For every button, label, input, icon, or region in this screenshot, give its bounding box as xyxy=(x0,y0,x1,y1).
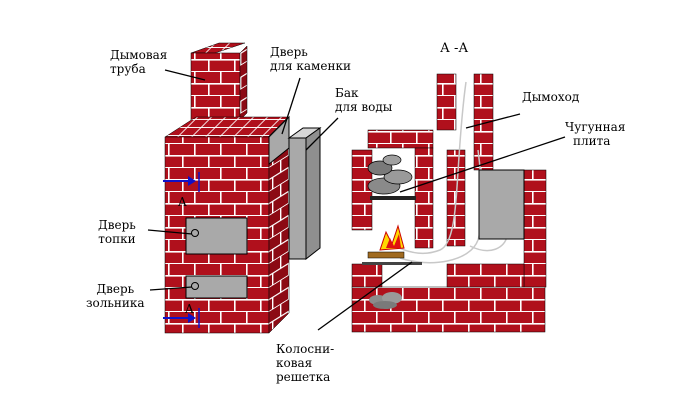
label-ash-line1: Дверь xyxy=(96,282,135,296)
label-firebox-line1: Дверь xyxy=(98,218,136,232)
section-arrow-top xyxy=(163,172,200,192)
water-tank xyxy=(288,137,307,260)
leader-lines xyxy=(147,69,566,331)
section-left-wall-lower xyxy=(351,263,383,288)
leader-sauna-door xyxy=(281,77,301,135)
chimney-top xyxy=(190,42,246,54)
ash-door xyxy=(185,275,248,299)
label-water-tank: Бак для воды xyxy=(335,86,392,114)
leader-ash xyxy=(149,286,193,291)
label-firebox-door: Дверь топки xyxy=(98,218,136,246)
label-water-tank-line2: для воды xyxy=(335,100,393,114)
label-sauna-door-line1: Дверь xyxy=(270,45,308,59)
label-ash-line2: зольника xyxy=(86,296,145,310)
label-sauna-door-line2: для каменки xyxy=(270,59,351,73)
stove-3d xyxy=(163,42,322,334)
section-base xyxy=(351,286,546,333)
label-chimney-line2: труба xyxy=(110,62,146,76)
label-cast-iron-plate: Чугунная плита xyxy=(565,120,625,148)
label-ash-door: Дверь зольника xyxy=(86,282,145,310)
label-flue: Дымоход xyxy=(522,90,580,104)
sauna-stones xyxy=(367,154,413,195)
chimney-side xyxy=(239,45,248,121)
label-grate: Колосни- ковая решетка xyxy=(276,342,334,384)
leader-grate xyxy=(317,261,413,331)
ash-stones xyxy=(369,292,402,309)
fire xyxy=(367,224,405,259)
leader-plate xyxy=(399,136,566,193)
label-sauna-door: Дверь для каменки xyxy=(270,45,351,73)
chimney-front xyxy=(190,52,241,121)
stove-section xyxy=(351,73,547,333)
leader-flue xyxy=(465,113,521,129)
grate xyxy=(362,262,422,265)
label-chimney: Дымовая труба xyxy=(110,48,167,76)
section-left-wall-upper xyxy=(351,149,373,231)
label-grate-line1: Колосни- xyxy=(276,342,335,356)
cast-iron-plate xyxy=(370,196,416,200)
section-top xyxy=(367,129,434,149)
section-water-tank xyxy=(478,169,525,240)
label-plate-line2: плита xyxy=(573,134,611,148)
section-arrow-bottom xyxy=(163,308,200,328)
label-plate-line1: Чугунная xyxy=(565,120,626,134)
section-center-column xyxy=(414,147,434,249)
water-tank-side xyxy=(305,127,321,261)
section-title: А -А xyxy=(440,41,469,56)
label-water-tank-line1: Бак xyxy=(335,86,359,100)
label-firebox-line2: топки xyxy=(98,232,136,246)
smoke-flow-2 xyxy=(399,149,483,264)
leader-chimney xyxy=(164,69,206,81)
leader-water-tank xyxy=(305,117,339,151)
flue-stack-left xyxy=(436,73,457,131)
leader-firebox xyxy=(147,229,193,235)
ash-door-handle xyxy=(191,282,199,290)
label-grate-line2: ковая xyxy=(276,356,313,370)
section-right-low xyxy=(446,263,525,288)
stove-top xyxy=(164,116,289,138)
smoke-flow xyxy=(384,81,467,254)
label-grate-line3: решетка xyxy=(276,370,331,384)
section-marker-top: A xyxy=(178,195,187,209)
label-chimney-line1: Дымовая xyxy=(110,48,168,62)
firebox-door-handle xyxy=(191,229,199,237)
section-marker-bottom: A xyxy=(185,302,194,316)
section-right-wall xyxy=(523,169,547,288)
